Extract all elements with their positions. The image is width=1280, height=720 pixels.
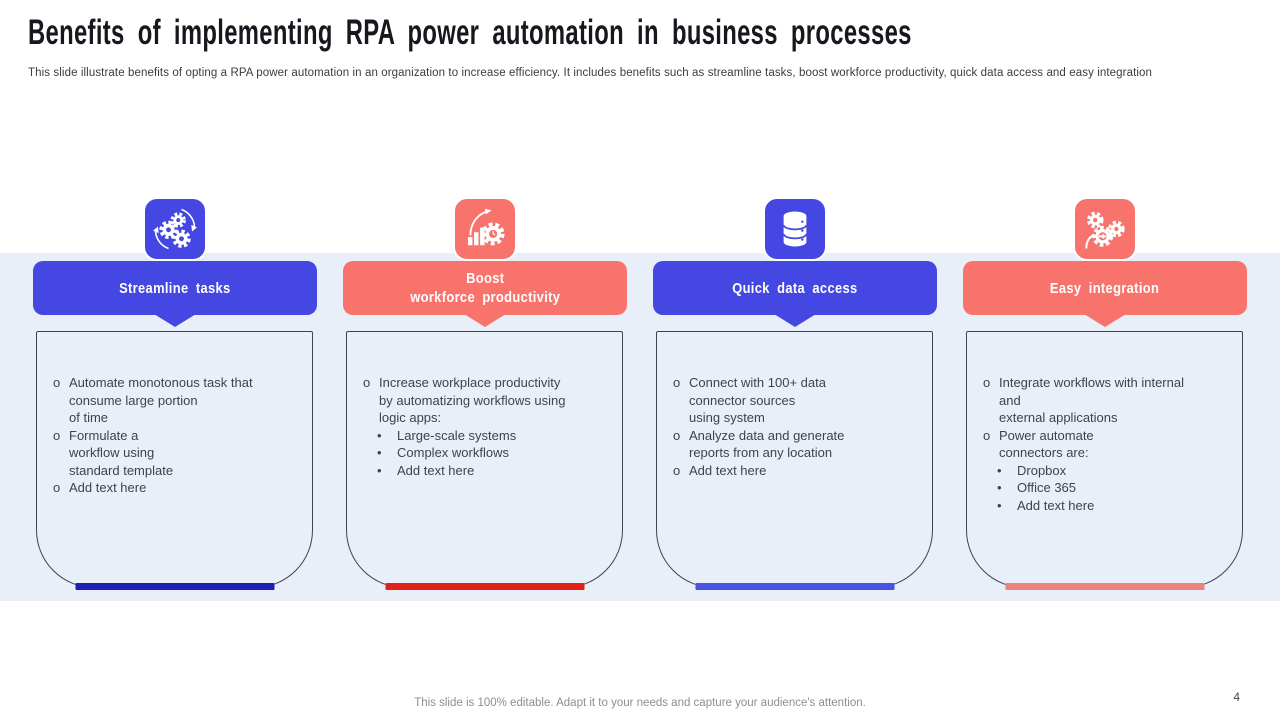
list-item: • Office 365 [997, 480, 1077, 495]
productivity-chart-gear-icon [467, 208, 505, 246]
benefit-column-easy-integration: Easy integration o Integrate workflows w… [963, 197, 1247, 597]
bullet-marker: o [53, 427, 61, 443]
list-item: o Analyze data and generate reports from… [673, 427, 845, 461]
benefit-header: Easy integration [963, 261, 1247, 315]
bullet-marker: o [53, 375, 61, 390]
benefit-card: o Connect with 100+ data connector sourc… [656, 331, 933, 588]
integration-gears-icon [1085, 211, 1125, 249]
benefit-column-quick-data-access: Quick data access o Connect with 100+ da… [653, 197, 937, 597]
icon-tile [143, 197, 207, 261]
page-title-text: Benefits of implementing RPA power autom… [28, 13, 912, 52]
benefit-header: Quick data access [653, 261, 937, 315]
bullet-list: o Integrate workflows with internal and … [967, 332, 1242, 462]
page-title: Benefits of implementing RPA power autom… [28, 13, 1280, 53]
bullet-marker: o [673, 462, 681, 478]
benefit-header: Boost workforce productivity [343, 261, 627, 315]
benefit-header-label: Streamline tasks [119, 279, 231, 297]
bullet-list: o Increase workplace productivity by aut… [347, 332, 622, 427]
database-icon [782, 211, 808, 247]
benefit-card: o Increase workplace productivity by aut… [346, 331, 623, 588]
bullet-marker: o [53, 480, 61, 495]
benefit-header: Streamline tasks [33, 261, 317, 315]
list-item: • Add text here [997, 497, 1095, 513]
bullet-marker: o [363, 375, 371, 390]
list-item: o Formulate a workflow using standard te… [53, 427, 174, 478]
bullet-marker: o [673, 427, 681, 443]
sub-bullet-list: • Large-scale systems • Complex workflow… [361, 427, 622, 480]
list-item: o Integrate workflows with internal and … [983, 375, 1184, 425]
bullet-marker: o [673, 375, 681, 390]
benefit-column-streamline-tasks: Streamline tasks o Automate monotonous t… [33, 197, 317, 597]
bullet-marker: o [983, 375, 991, 390]
list-item: o Add text here [673, 462, 767, 478]
banner-pointer [774, 314, 816, 327]
list-item: • Complex workflows [377, 445, 509, 460]
icon-tile [1073, 197, 1137, 261]
list-item: • Dropbox [997, 462, 1067, 478]
sync-gears-icon [153, 208, 197, 250]
bullet-marker: • [377, 445, 382, 460]
list-item: o Increase workplace productivity by aut… [363, 375, 566, 425]
icon-tile [763, 197, 827, 261]
list-item: o Power automate connectors are: [983, 427, 1094, 461]
benefit-card: o Automate monotonous task that consume … [36, 331, 313, 588]
bullet-marker: • [997, 462, 1002, 478]
banner-pointer [464, 314, 506, 327]
benefit-column-boost-workforce-productivity: Boost workforce productivity o Increase … [343, 197, 627, 597]
slide-subtitle: This slide illustrate benefits of opting… [28, 67, 1153, 79]
bullet-marker: • [997, 480, 1002, 495]
list-item: o Connect with 100+ data connector sourc… [673, 375, 826, 425]
banner-pointer [1084, 314, 1126, 327]
accent-underline [695, 583, 895, 590]
bullet-marker: o [983, 427, 991, 443]
benefit-header-label: Easy integration [1050, 279, 1160, 297]
benefit-header-label: Quick data access [732, 279, 858, 297]
benefit-card: o Integrate workflows with internal and … [966, 331, 1243, 588]
bullet-list: o Connect with 100+ data connector sourc… [657, 332, 932, 479]
accent-underline [75, 583, 275, 590]
bullet-marker: • [997, 497, 1002, 513]
banner-pointer [154, 314, 196, 327]
accent-underline [385, 583, 585, 590]
icon-tile [453, 197, 517, 261]
sub-bullet-list: • Dropbox • Office 365 • Add text here [981, 462, 1242, 515]
accent-underline [1005, 583, 1205, 590]
page-number: 4 [1233, 690, 1240, 704]
benefit-header-label: Boost workforce productivity [409, 270, 561, 306]
list-item: • Large-scale systems [377, 427, 517, 443]
list-item: o Add text here [53, 480, 147, 495]
footer-note: This slide is 100% editable. Adapt it to… [414, 697, 866, 709]
bullet-marker: • [377, 462, 382, 478]
list-item: o Automate monotonous task that consume … [53, 375, 253, 425]
list-item: • Add text here [377, 462, 475, 478]
bullet-list: o Automate monotonous task that consume … [37, 332, 312, 497]
bullet-marker: • [377, 427, 382, 443]
